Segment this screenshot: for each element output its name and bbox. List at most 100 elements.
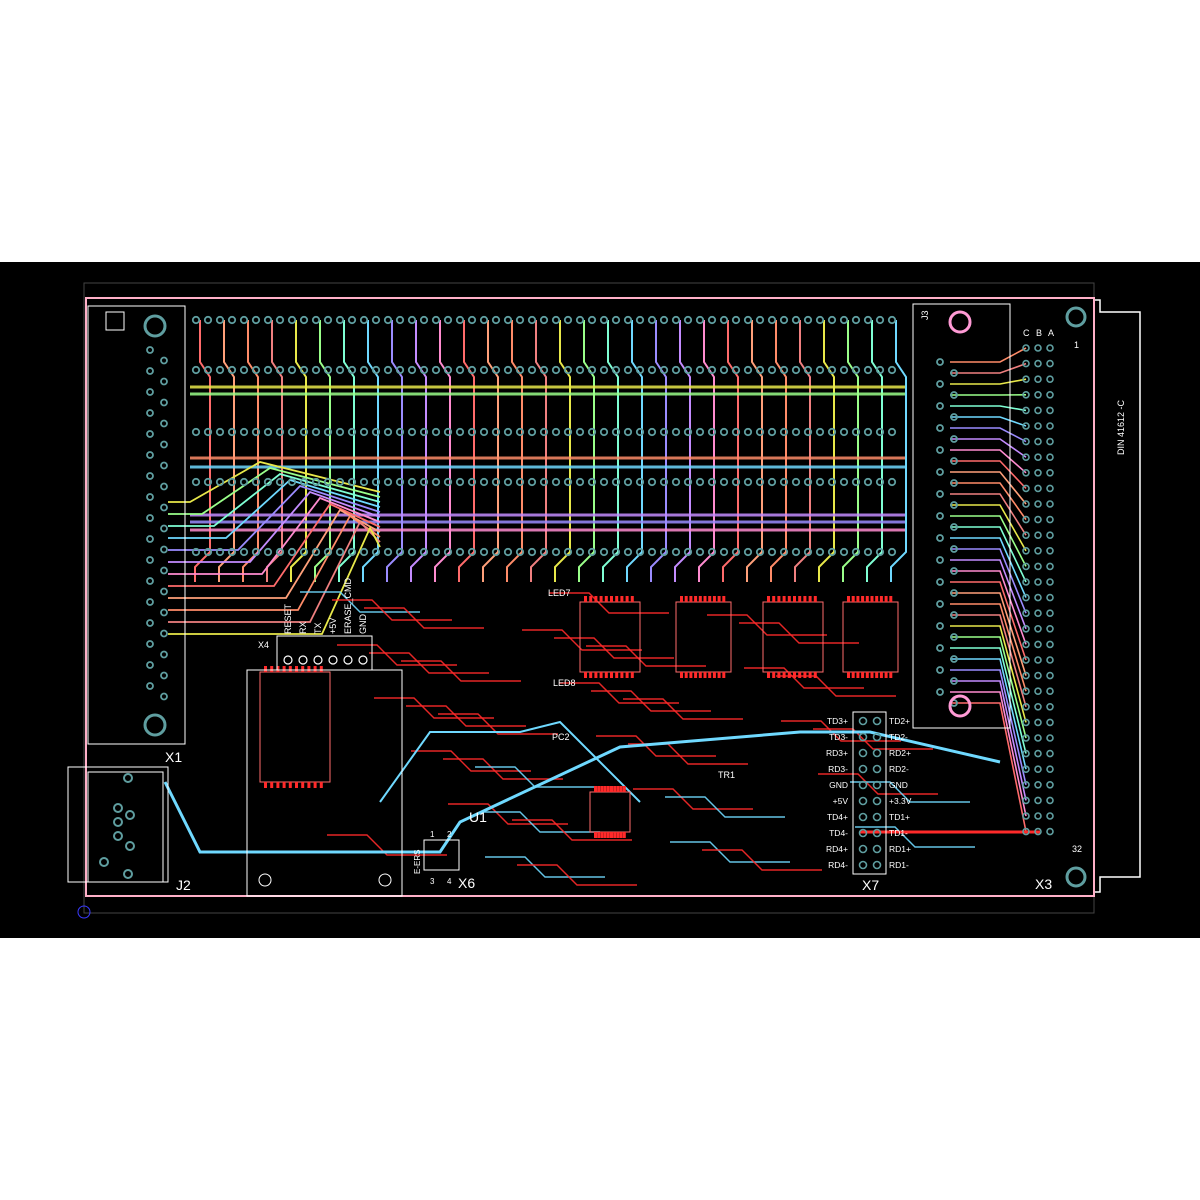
cyan-trace [379, 720, 641, 803]
ic-pin [594, 672, 598, 678]
j3-pin-pad [936, 424, 944, 432]
x1-pin-pad [146, 388, 154, 396]
via-pad [371, 477, 381, 487]
via-pad [803, 427, 813, 437]
x7-right-pin-label: +3.3V [889, 796, 912, 806]
via-pad [707, 315, 717, 325]
ic-pin [879, 672, 883, 678]
via-pad [479, 477, 489, 487]
via-pad [383, 427, 393, 437]
via-pad [503, 427, 513, 437]
ic-pin [604, 672, 608, 678]
signal-trace [855, 826, 975, 848]
x1-pin-pad [146, 598, 154, 606]
via-pad [671, 365, 681, 375]
x3-pin-pad [1046, 812, 1054, 820]
bus-trace [794, 320, 811, 582]
j3-x3-trace [950, 691, 1027, 817]
via-pad [239, 315, 249, 325]
via-pad [419, 477, 429, 487]
bus-trace [602, 320, 619, 582]
j3-x3-trace [950, 493, 1027, 536]
via-pad [779, 315, 789, 325]
x3-pin-pad [1046, 578, 1054, 586]
x3-pin-pad [1046, 718, 1054, 727]
x7-left-pin-label: GND [829, 780, 848, 790]
j3-pin-pad [950, 677, 958, 685]
x1-pin-pad [146, 682, 154, 690]
via-pad [383, 547, 393, 557]
x3-pin-pad [1034, 391, 1042, 399]
x3-mount-hole-top [1065, 306, 1087, 328]
ic-pin [613, 786, 617, 792]
x1-pin-pad [146, 577, 154, 585]
x7-pin-pad [872, 780, 882, 790]
via-pad [587, 427, 597, 437]
via-pad [707, 365, 717, 375]
ic-pin [856, 672, 860, 678]
via-pad [395, 315, 405, 325]
bus-trace [410, 320, 427, 582]
x1-pin-pad [146, 661, 154, 669]
via-pad [659, 477, 669, 487]
j3-pin-pad [936, 666, 944, 674]
via-pad [755, 427, 765, 437]
x3-pin-pad [1022, 344, 1030, 352]
via-pad [719, 547, 729, 557]
via-pad [647, 427, 657, 437]
x7-left-pin-label: RD3- [828, 764, 848, 774]
fanout-trace [168, 461, 381, 503]
via-pad [215, 427, 225, 437]
via-pad [827, 477, 837, 487]
via-pad [827, 315, 837, 325]
x3-pin-pad [1046, 827, 1054, 836]
x3-pin-pad [1034, 702, 1042, 711]
ic-pin [597, 786, 601, 792]
ic-pin [787, 596, 791, 602]
x1-pin-pad [160, 461, 168, 470]
via-pad [359, 547, 369, 557]
via-pad [551, 427, 561, 437]
via-pad [635, 547, 645, 557]
via-pad [611, 315, 621, 325]
via-pad [287, 547, 297, 557]
via-pad [467, 365, 477, 375]
x3-pin-pad [1046, 624, 1054, 633]
x1-pin-pad [160, 608, 168, 617]
x3-pin-pad [1046, 344, 1054, 352]
via-pad [407, 547, 417, 557]
signal-trace [707, 614, 827, 636]
x1-pin-pad [160, 398, 168, 407]
via-pad [863, 477, 873, 487]
x3-pin-pad [1046, 546, 1054, 555]
via-pad [287, 477, 297, 487]
x3-pin-pad [1034, 406, 1042, 415]
x7-right-pin-label: RD2+ [889, 748, 911, 758]
ic-pin [772, 596, 776, 602]
via-pad [359, 427, 369, 437]
via-pad [359, 365, 369, 375]
via-pad [191, 547, 201, 557]
via-pad [455, 547, 465, 557]
x3-pin-pad [1022, 422, 1030, 430]
j3-pin-pad [950, 567, 958, 575]
via-pad [359, 477, 369, 487]
ic-pin [798, 672, 802, 678]
signal-trace [480, 811, 600, 833]
x1-pin-pad [146, 409, 154, 417]
via-pad [527, 365, 537, 375]
via-pad [395, 365, 405, 375]
via-pad [311, 365, 321, 375]
j3-x3-trace [950, 702, 1027, 832]
ic-pin [722, 672, 726, 678]
signal-trace [813, 728, 933, 750]
via-pad [395, 547, 405, 557]
x3-col-b: B [1036, 328, 1042, 338]
fanout-trace [168, 478, 381, 539]
ic-pin [851, 672, 855, 678]
via-pad [611, 547, 621, 557]
via-pad [515, 547, 525, 557]
x3-pin-pad [1034, 812, 1042, 820]
x7-pin-pad [872, 764, 882, 774]
x4-pin-label: +5V [328, 618, 338, 634]
